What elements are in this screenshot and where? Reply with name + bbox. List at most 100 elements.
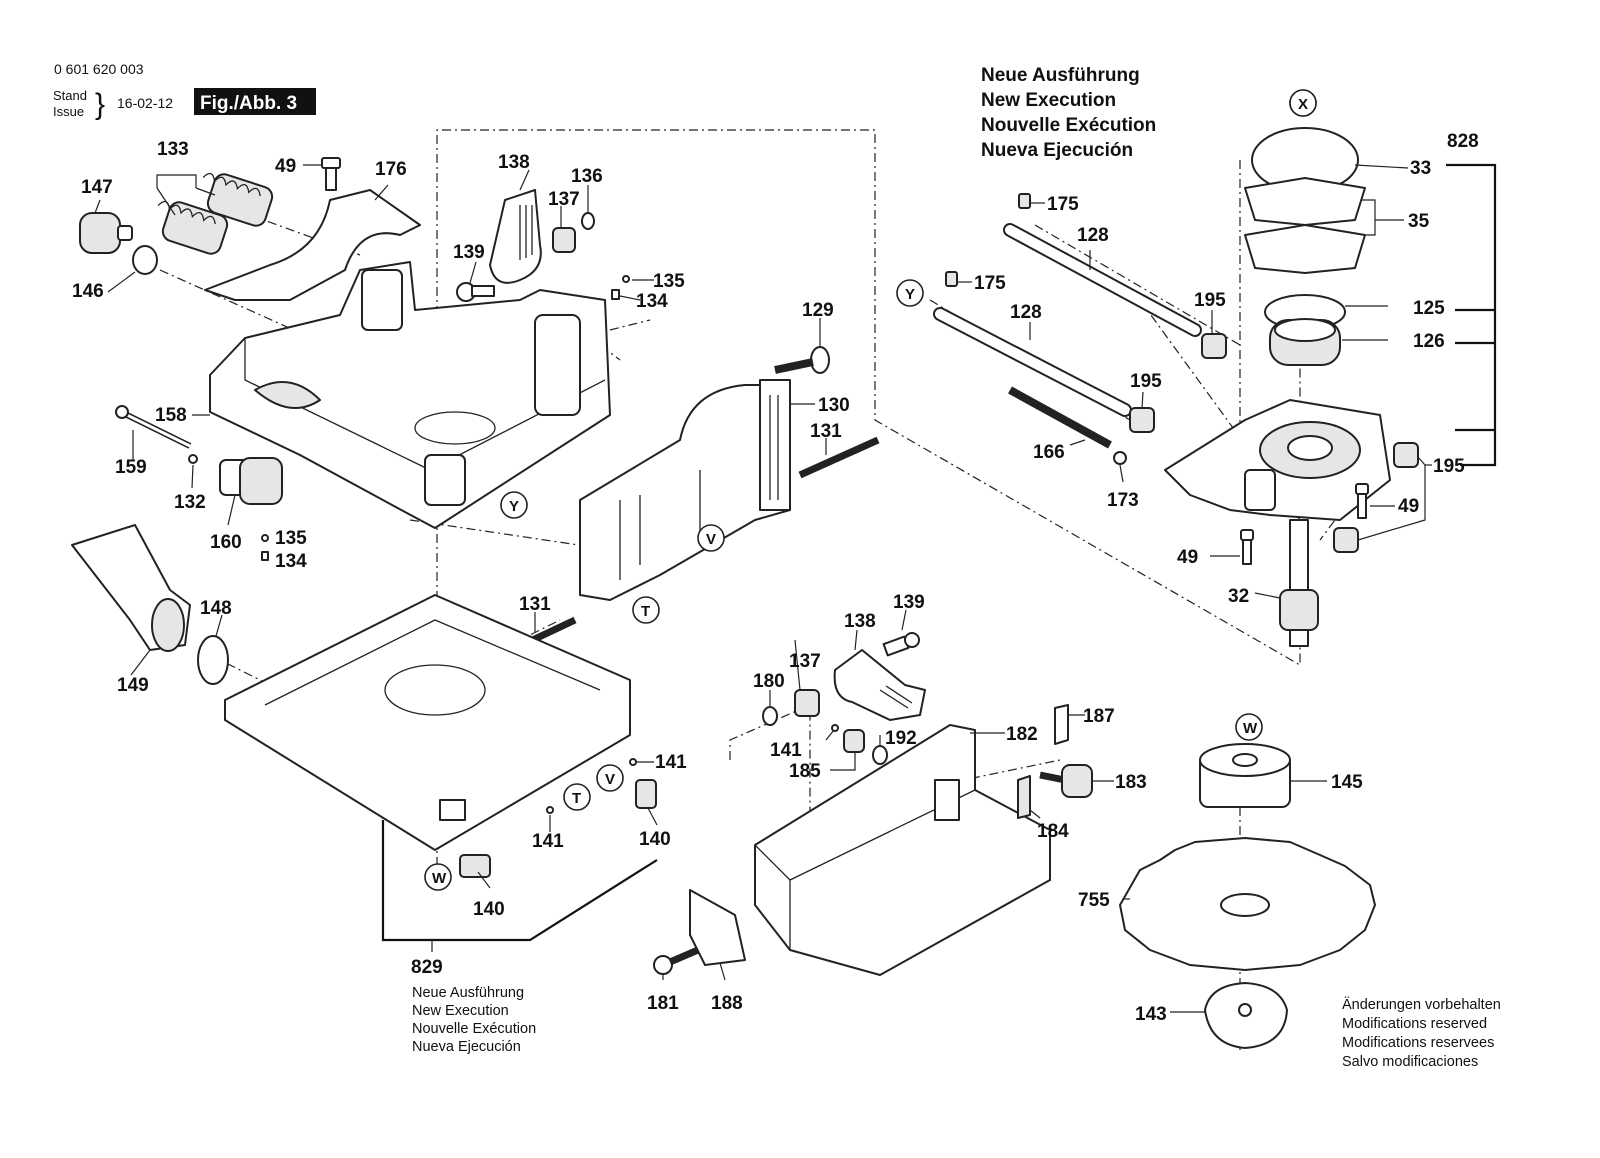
part-label-183: 183: [1115, 772, 1147, 793]
bracket-829: [381, 820, 658, 942]
note-line: Änderungen vorbehalten: [1342, 996, 1501, 1013]
part-label-135: 135: [653, 271, 685, 292]
screw-139-lower: [882, 632, 920, 657]
ref-letter: W: [1243, 720, 1258, 737]
reference-circles: [424, 89, 1317, 891]
part-label-138: 138: [844, 611, 876, 632]
screw-166: [1008, 386, 1112, 449]
part-label-149: 149: [117, 675, 149, 696]
cap-140: [459, 854, 491, 878]
new-execution-line: New Execution: [981, 90, 1116, 111]
part-label-138: 138: [498, 152, 530, 173]
flange-145: [1199, 743, 1291, 808]
part-label-35: 35: [1408, 211, 1430, 232]
part-label-146: 146: [72, 281, 104, 302]
flange-143: [1204, 982, 1288, 1049]
figure-label: Fig./Abb. 3: [200, 93, 297, 114]
part-label-181: 181: [647, 993, 679, 1014]
new-execution-line: Nueva Ejecución: [981, 140, 1133, 161]
spring-133: [157, 172, 274, 255]
part-label-158: 158: [155, 405, 187, 426]
sleeve-195: [1393, 442, 1419, 468]
screw-159: [115, 405, 192, 449]
bearing-126: [1269, 318, 1341, 366]
o-ring-148: [197, 635, 229, 685]
clip-141-lower: [831, 724, 839, 732]
elbow-149: [71, 524, 191, 652]
part-label-195: 195: [1433, 456, 1465, 477]
spring-175: [1018, 193, 1031, 209]
part-number-labels: 133 49 176 147 146 158 159 132 160 135 1…: [72, 131, 1479, 1025]
group-829-note: Neue Ausführung New Execution Nouvelle E…: [412, 985, 536, 1055]
screw-181: [653, 946, 700, 975]
base-plate: [224, 594, 631, 851]
sleeve-137-lower: [794, 689, 820, 717]
note-line: Modifications reservees: [1342, 1035, 1494, 1051]
part-label-139: 139: [893, 592, 925, 613]
part-label-141: 141: [655, 752, 687, 773]
reference-letters: X Y Y V V T T W W: [432, 96, 1308, 887]
part-label-195: 195: [1130, 371, 1162, 392]
part-label-140: 140: [639, 829, 671, 850]
note-line: New Execution: [412, 1003, 509, 1019]
part-label-136: 136: [571, 166, 603, 187]
ref-letter: T: [572, 790, 581, 807]
part-label-182: 182: [1006, 724, 1038, 745]
part-label-33: 33: [1410, 158, 1431, 179]
part-label-130: 130: [818, 395, 850, 416]
sleeve-195: [1333, 527, 1359, 553]
part-label-49: 49: [1398, 496, 1419, 517]
fence-130: [579, 379, 791, 601]
part-label-32: 32: [1228, 586, 1249, 607]
part-label-131: 131: [810, 421, 842, 442]
gear-185: [843, 729, 865, 753]
sleeve-195: [1201, 333, 1227, 359]
part-label-128: 128: [1077, 225, 1109, 246]
part-label-131: 131: [519, 594, 551, 615]
note-line: Salvo modificaciones: [1342, 1054, 1478, 1070]
new-execution-line: Neue Ausführung: [981, 65, 1140, 86]
knob-147: [79, 212, 133, 254]
part-label-187: 187: [1083, 706, 1115, 727]
housing-158: [209, 261, 611, 529]
rod-131: [798, 436, 880, 479]
gasket-35: [1244, 177, 1366, 226]
modifications-note: Änderungen vorbehalten Modifications res…: [1342, 996, 1501, 1070]
part-label-829: 829: [411, 957, 443, 978]
screw-139: [456, 282, 495, 302]
part-label-755: 755: [1078, 890, 1110, 911]
part-label-141: 141: [770, 740, 802, 761]
document-number: 0 601 620 003: [54, 61, 144, 77]
part-label-147: 147: [81, 177, 113, 198]
pad-184: [1017, 775, 1031, 819]
guard-176: [204, 189, 421, 301]
part-label-148: 148: [200, 598, 232, 619]
gear-housing: [1164, 399, 1391, 521]
clamp-188: [689, 889, 746, 966]
spring-134: [611, 289, 620, 300]
plate-187: [1054, 704, 1069, 745]
part-label-140: 140: [473, 899, 505, 920]
part-label-139: 139: [453, 242, 485, 263]
knob-183: [1039, 764, 1093, 798]
ref-letter: X: [1298, 96, 1308, 113]
part-label-128: 128: [1010, 302, 1042, 323]
part-label-125: 125: [1413, 298, 1445, 319]
angle-fence-182: [754, 724, 1051, 976]
spring-134: [261, 551, 269, 561]
part-label-175: 175: [974, 273, 1006, 294]
ref-letter: Y: [509, 498, 519, 515]
part-label-166: 166: [1033, 442, 1065, 463]
spindle-32: [1279, 519, 1319, 647]
part-label-828: 828: [1447, 131, 1479, 152]
part-label-188: 188: [711, 993, 743, 1014]
part-label-184: 184: [1037, 821, 1069, 842]
note-line: Modifications reserved: [1342, 1016, 1487, 1032]
part-label-133: 133: [157, 139, 189, 160]
part-label-49: 49: [275, 156, 296, 177]
cap-140: [635, 779, 657, 809]
ref-letter: V: [605, 771, 615, 788]
knob-160: [219, 457, 283, 505]
spring-175: [945, 271, 958, 287]
part-label-141: 141: [532, 831, 564, 852]
